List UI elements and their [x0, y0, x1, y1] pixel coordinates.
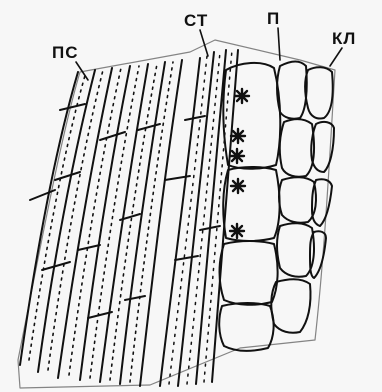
- vessel-pitting: [29, 62, 173, 382]
- kl-leader: [330, 48, 342, 66]
- st-leader: [200, 30, 208, 56]
- label-st: СТ: [184, 12, 208, 29]
- st-sieve-tubes: [160, 50, 238, 386]
- ps-vessel-cells: [20, 60, 182, 386]
- kl-outer-cells: [271, 62, 334, 333]
- label-leader-lines: [76, 28, 342, 80]
- label-kl: КЛ: [332, 30, 356, 47]
- label-ps: ПС: [52, 44, 79, 61]
- label-p: П: [267, 10, 280, 27]
